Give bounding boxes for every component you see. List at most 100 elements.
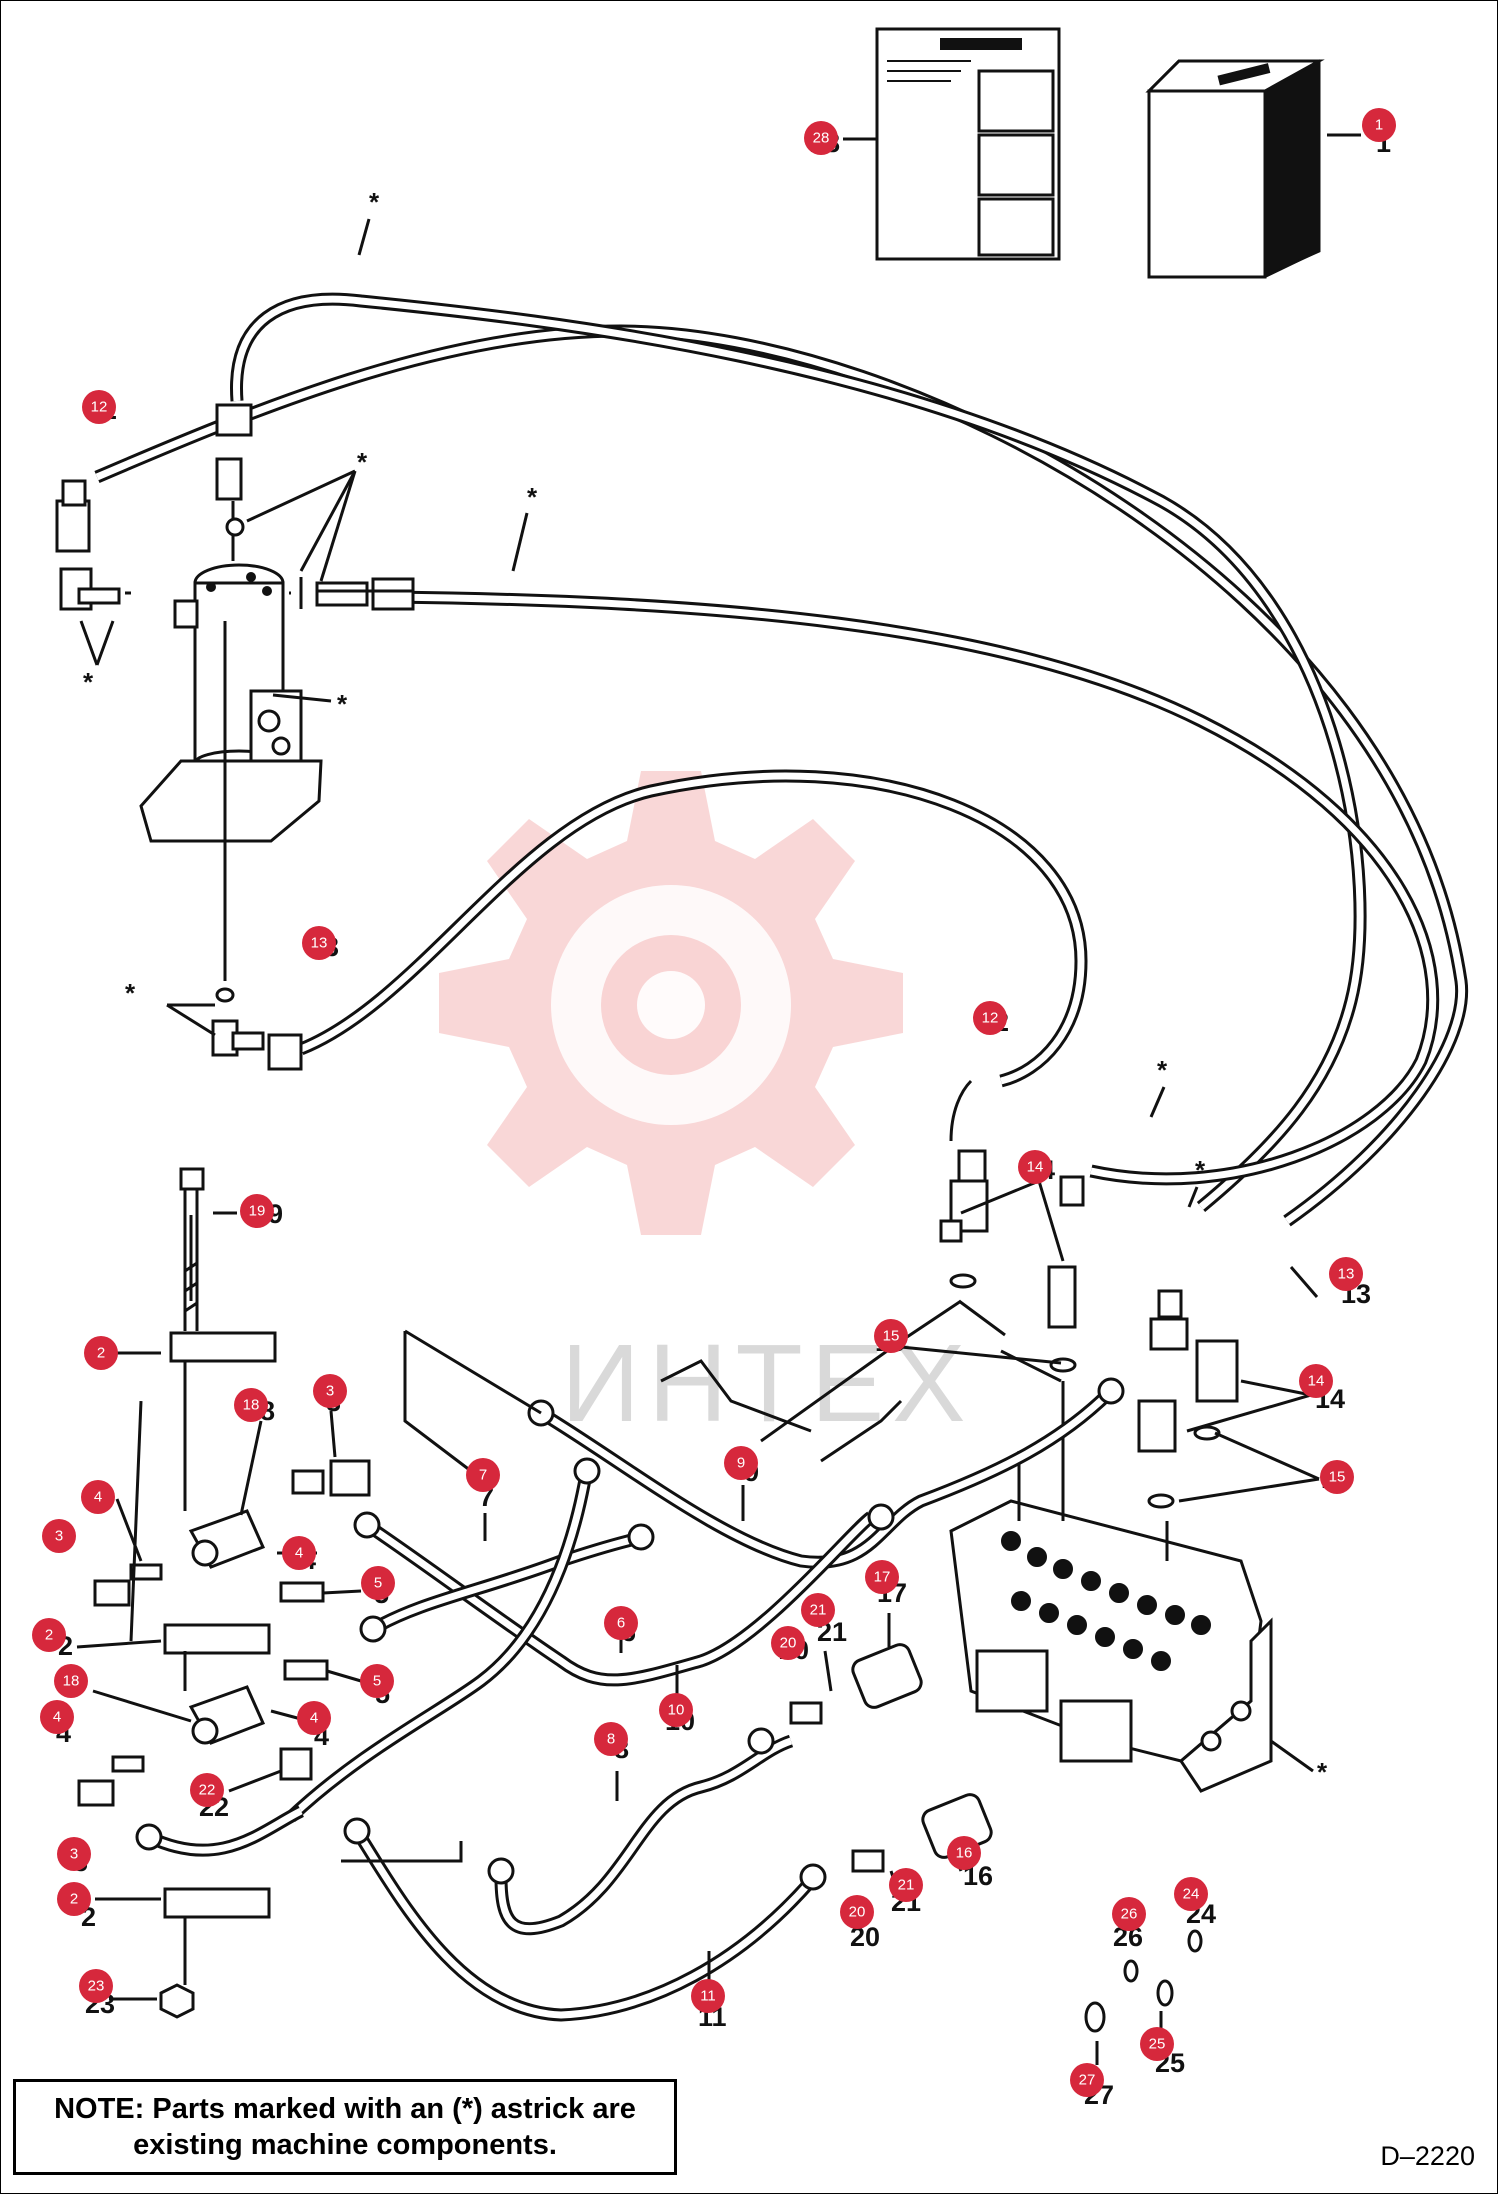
- existing-component-asterisk: *: [527, 482, 538, 512]
- callout-badge-number: 25: [1149, 2036, 1166, 2053]
- callout-badge-number: 17: [874, 1569, 891, 1586]
- callout-badge[interactable]: 3: [313, 1374, 347, 1408]
- callout-badge[interactable]: 7: [466, 1458, 500, 1492]
- callout-badge-number: 14: [1308, 1373, 1325, 1390]
- callout-badge-number: 15: [883, 1328, 900, 1345]
- callout-badge-circle: [42, 1519, 76, 1553]
- callout-badge-circle: [282, 1536, 316, 1570]
- callout-badge[interactable]: 25: [1140, 2027, 1174, 2061]
- callout-badge[interactable]: 14: [1018, 1150, 1052, 1184]
- callout-badge[interactable]: 12: [82, 390, 116, 424]
- callout-badge-number: 11: [700, 1988, 716, 2005]
- callout-badge[interactable]: 20: [771, 1626, 805, 1660]
- callout-badge[interactable]: 14: [1299, 1364, 1333, 1398]
- callout-badge[interactable]: 23: [79, 1969, 113, 2003]
- callout-badge[interactable]: 4: [297, 1701, 331, 1735]
- callout-badge-circle: [32, 1618, 66, 1652]
- callout-badge[interactable]: 4: [282, 1536, 316, 1570]
- callout-badge-number: 3: [70, 1846, 78, 1863]
- callout-badge[interactable]: 15: [1320, 1460, 1354, 1494]
- callout-badge[interactable]: 3: [57, 1837, 91, 1871]
- callout-badge[interactable]: 16: [947, 1836, 981, 1870]
- callout-badge[interactable]: 19: [240, 1194, 274, 1228]
- callout-badge[interactable]: 5: [360, 1664, 394, 1698]
- callout-badge-number: 16: [956, 1845, 973, 1862]
- existing-component-asterisk: *: [1157, 1055, 1168, 1085]
- callout-badge-number: 2: [97, 1345, 105, 1362]
- callout-badge-number: 13: [1338, 1266, 1355, 1283]
- callout-badge[interactable]: 18: [54, 1664, 88, 1698]
- existing-component-asterisk: *: [337, 689, 348, 719]
- callout-badge-circle: [840, 1895, 874, 1929]
- callout-badge[interactable]: 21: [889, 1868, 923, 1902]
- callout-badge[interactable]: 22: [190, 1773, 224, 1807]
- callout-badge-number: 20: [780, 1635, 797, 1652]
- callout-badge-number: 14: [1027, 1159, 1044, 1176]
- callout-badge-circle: [302, 926, 336, 960]
- control-valve: [949, 1381, 1314, 1793]
- callout-badge[interactable]: 6: [604, 1606, 638, 1640]
- callout-badge-circle: [1299, 1364, 1333, 1398]
- callout-badge-circle: [1320, 1460, 1354, 1494]
- callout-badge[interactable]: 2: [84, 1336, 118, 1370]
- callout-badge-circle: [84, 1336, 118, 1370]
- callout-badge-circle: [240, 1194, 274, 1228]
- callout-badge-circle: [466, 1458, 500, 1492]
- callout-badge[interactable]: 18: [234, 1388, 268, 1422]
- callout-badge[interactable]: 4: [81, 1480, 115, 1514]
- callout-badge[interactable]: 3: [42, 1519, 76, 1553]
- callout-badge[interactable]: 12: [973, 1001, 1007, 1035]
- watermark-text: ИНТЕХ: [561, 1322, 973, 1445]
- callout-badge[interactable]: 20: [840, 1895, 874, 1929]
- callout-badge[interactable]: 27: [1070, 2063, 1104, 2097]
- callout-badge[interactable]: 21: [801, 1593, 835, 1627]
- callout-badge-circle: [973, 1001, 1007, 1035]
- steel-tube-lines: [135, 1299, 1125, 2022]
- callout-badge[interactable]: 9: [724, 1446, 758, 1480]
- callout-badge-number: 27: [1079, 2072, 1096, 2089]
- callout-badge[interactable]: 2: [32, 1618, 66, 1652]
- callout-badge[interactable]: 13: [302, 926, 336, 960]
- callout-badge-circle: [947, 1836, 981, 1870]
- callout-badge[interactable]: 17: [865, 1560, 899, 1594]
- callout-badge-circle: [804, 121, 838, 155]
- existing-component-asterisk: *: [1317, 1757, 1328, 1787]
- callout-badge-circle: [82, 390, 116, 424]
- callout-badge-number: 26: [1121, 1906, 1138, 1923]
- check-valves-and-hardware: [76, 1167, 371, 2019]
- callout-badge-number: 24: [1183, 1886, 1200, 1903]
- callout-badge-circle: [313, 1374, 347, 1408]
- callout-badge-number: 2: [70, 1891, 78, 1908]
- callout-badge-circle: [57, 1837, 91, 1871]
- inline-filters: [483, 1485, 993, 1981]
- callout-badge-number: 5: [373, 1673, 381, 1690]
- callout-badge[interactable]: 28: [804, 121, 838, 155]
- callout-badge[interactable]: 11: [691, 1979, 725, 2013]
- callout-badge-number: 3: [326, 1383, 334, 1400]
- callout-badge-circle: [360, 1664, 394, 1698]
- callout-badge[interactable]: 15: [874, 1319, 908, 1353]
- drawing-id: D–2220: [1380, 2141, 1475, 2171]
- note-line-1: NOTE: Parts marked with an (*) astrick a…: [54, 2093, 636, 2125]
- callout-badge[interactable]: 2: [57, 1882, 91, 1916]
- callout-badge[interactable]: 4: [40, 1700, 74, 1734]
- callout-badge[interactable]: 8: [594, 1722, 628, 1756]
- instruction-sheet: [843, 27, 1061, 261]
- callout-badge-number: 1: [1375, 117, 1383, 134]
- callout-badge-circle: [801, 1593, 835, 1627]
- callout-badge[interactable]: 10: [659, 1693, 693, 1727]
- callout-badge[interactable]: 13: [1329, 1257, 1363, 1291]
- callout-badge-circle: [1140, 2027, 1174, 2061]
- watermark-gear-logo: [439, 771, 903, 1235]
- callout-badge[interactable]: 5: [361, 1566, 395, 1600]
- callout-badge[interactable]: 1: [1362, 108, 1396, 142]
- callout-badge-circle: [865, 1560, 899, 1594]
- callout-badge-circle: [889, 1868, 923, 1902]
- callout-badge-number: 7: [479, 1467, 487, 1484]
- callout-badge[interactable]: 26: [1112, 1897, 1146, 1931]
- callout-badge[interactable]: 24: [1174, 1877, 1208, 1911]
- callout-badge-number: 23: [88, 1978, 105, 1995]
- note-box: NOTE: Parts marked with an (*) astrick a…: [13, 2079, 677, 2175]
